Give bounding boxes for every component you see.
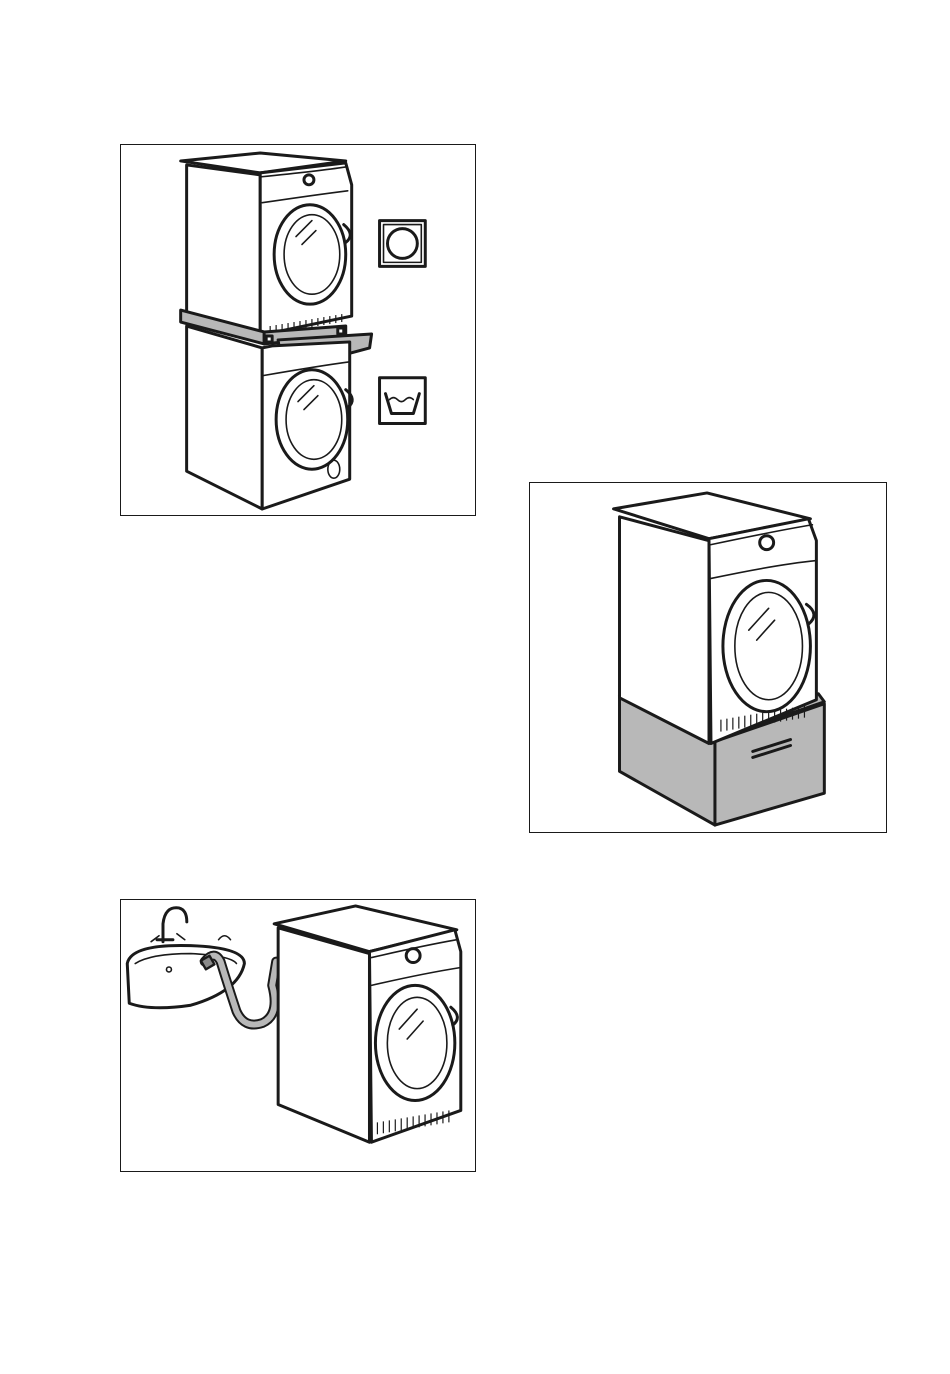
stacked-appliances-illustration: [121, 145, 475, 515]
dryer-care-symbol-icon: [380, 221, 426, 267]
dryer-unit: [274, 906, 461, 1142]
faucet-icon: [151, 908, 230, 942]
dryer-unit: [614, 493, 817, 744]
dryer-top-unit: [181, 153, 352, 334]
program-knob-icon: [406, 949, 420, 963]
figure-dryer-on-pedestal: [529, 482, 887, 833]
pedestal-illustration: [530, 483, 886, 832]
drain-hose-illustration: [121, 900, 475, 1171]
figure-stacked-dryer-washer: [120, 144, 476, 516]
washing-care-symbol-icon: [380, 378, 426, 424]
dryer-door: [723, 580, 810, 711]
program-knob-icon: [304, 175, 314, 185]
program-knob-icon: [760, 536, 774, 550]
figure-dryer-drain-to-sink: [120, 899, 476, 1172]
washer-bottom-unit: [187, 326, 353, 509]
